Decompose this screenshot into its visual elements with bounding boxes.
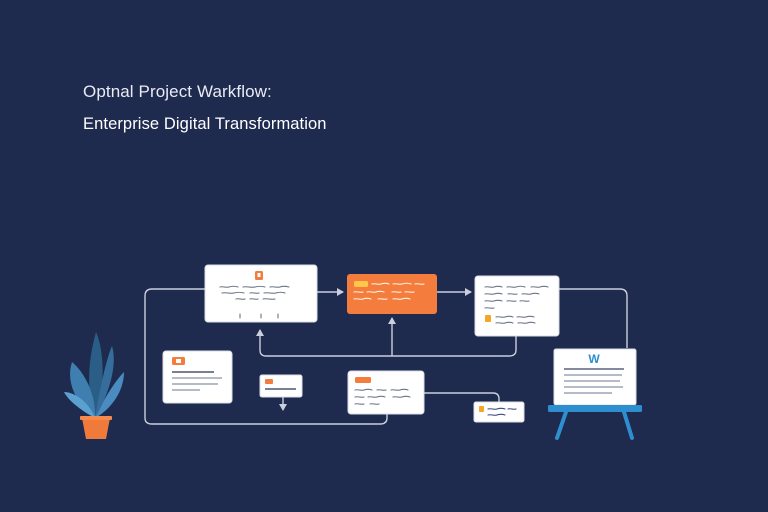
connector-to-small: [424, 392, 500, 402]
potted-plant-icon: [64, 332, 124, 439]
workflow-card-6[interactable]: [347, 370, 425, 415]
workflow-card-7[interactable]: [473, 401, 525, 423]
board-logo: W: [588, 352, 600, 366]
diagram-subtitle: Enterprise Digital Transformation: [83, 115, 327, 133]
connectors: [144, 288, 628, 425]
connector-return: [256, 329, 517, 357]
task-icon: [485, 315, 491, 322]
presentation-board-icon: W: [548, 348, 642, 440]
workflow-card-1[interactable]: [204, 264, 318, 323]
task-icon: [479, 406, 484, 412]
connector-right-drop: [559, 288, 628, 348]
workflow-card-5[interactable]: [259, 374, 303, 398]
workflow-card-3[interactable]: [474, 275, 560, 337]
workflow-card-2-active[interactable]: [347, 274, 437, 314]
task-tag: [355, 377, 371, 383]
diagram-title: Optnal Project Warkflow:: [83, 82, 272, 101]
connector-outer-loop: [144, 288, 388, 425]
task-tag: [354, 281, 368, 287]
task-icon: [265, 379, 273, 384]
workflow-card-4[interactable]: [162, 350, 233, 404]
